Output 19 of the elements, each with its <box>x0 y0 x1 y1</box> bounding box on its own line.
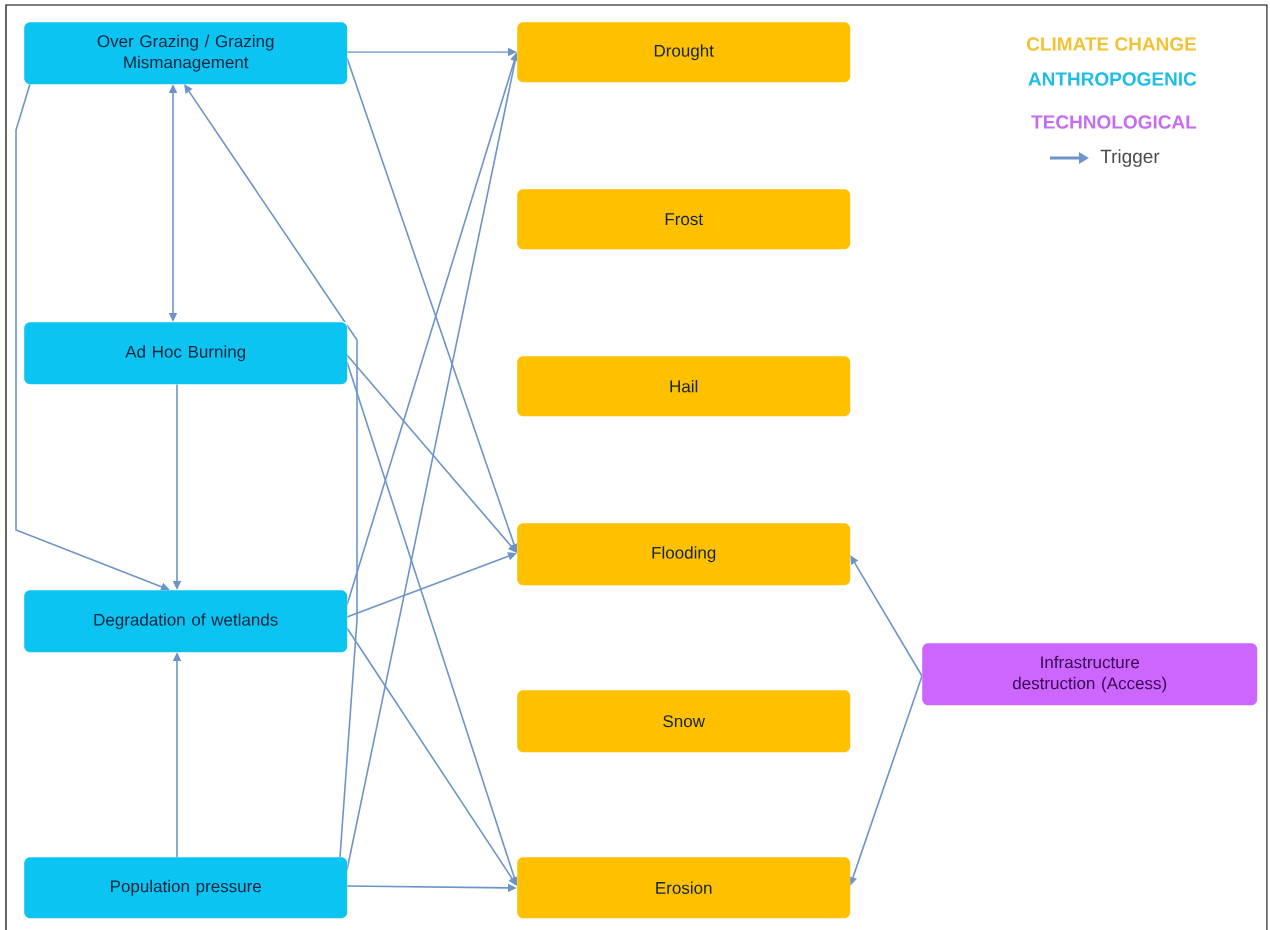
hazard-box: Flooding <box>517 523 851 586</box>
cause-box: Population pressure <box>24 857 348 919</box>
legend-entry: ANTHROPOGENIC <box>1028 72 1197 86</box>
legend-entry: TECHNOLOGICAL <box>1031 115 1197 129</box>
hazard-box: Drought <box>517 22 851 83</box>
impact-box: Infrastructure destruction (Access) <box>922 643 1258 706</box>
arrow <box>184 84 358 858</box>
cause-box: Ad Hoc Burning <box>24 322 348 385</box>
hazard-box: Snow <box>517 690 851 753</box>
cause-box: Over Grazing / Grazing Mismanagement <box>24 22 348 85</box>
arrow <box>850 555 923 677</box>
arrow <box>346 354 517 553</box>
legend-text: Trigger <box>1100 149 1160 167</box>
cause-box: Degradation of wetlands <box>24 590 348 653</box>
legend-entry: CLIMATE CHANGE <box>1026 37 1197 51</box>
arrow <box>346 627 517 886</box>
hazard-box: Hail <box>517 356 851 417</box>
hazard-box: Frost <box>517 189 851 250</box>
hazard-box: Erosion <box>517 857 851 919</box>
